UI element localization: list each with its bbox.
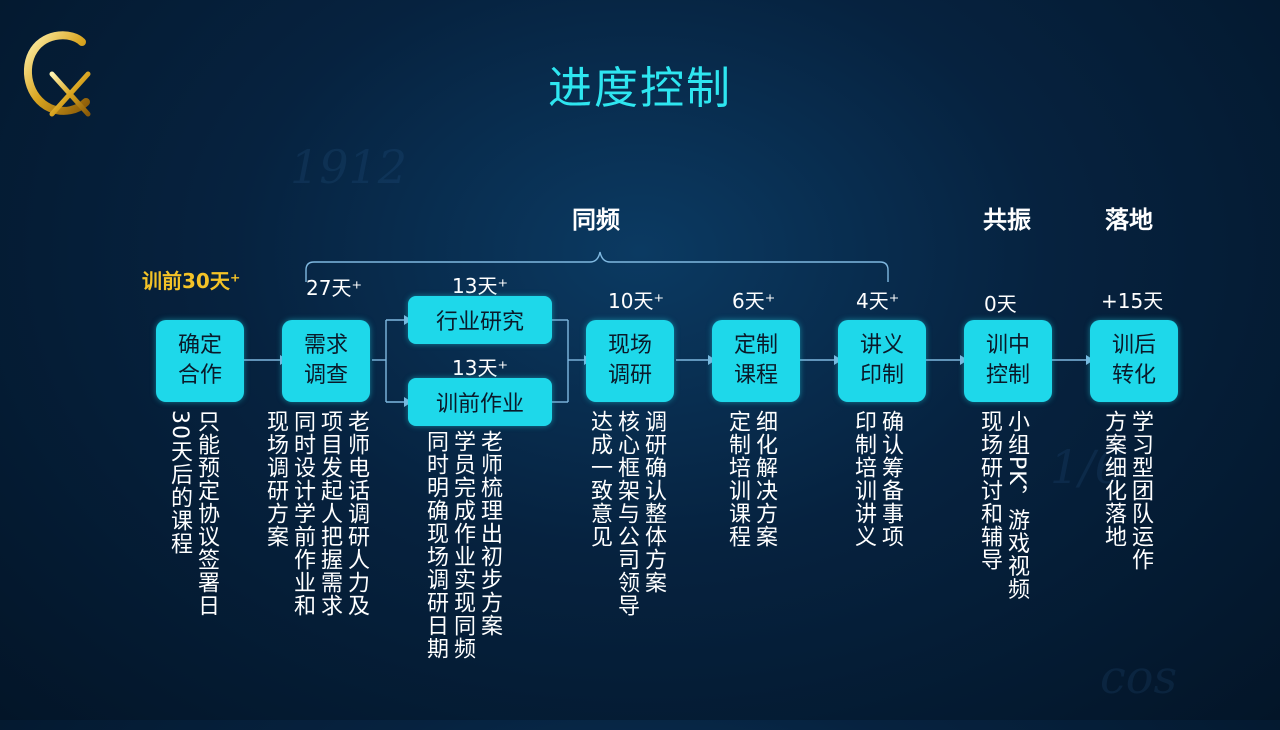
background-decoration: 1912 xyxy=(290,140,408,194)
step-description: 小组PK，游戏视频 现场研讨和辅导 xyxy=(976,410,1030,710)
background-decoration: 1/6 xyxy=(1050,440,1125,494)
description-line: 同时明确现场调研日期 xyxy=(423,430,448,660)
step-onsite-research: 现场 调研 xyxy=(586,320,674,402)
step-label: 训中 xyxy=(985,333,1030,358)
step-description: 只能预定协议签署日 30天后的课程 xyxy=(166,410,220,710)
step-label: 训后 xyxy=(1111,333,1156,358)
description-line: 学员完成作业实现同频 xyxy=(450,430,475,660)
description-line: 达成一致意见 xyxy=(587,410,612,548)
step-custom-course: 定制 课程 xyxy=(712,320,800,402)
description-line: 细化解决方案 xyxy=(752,410,777,548)
stage-label-luodi: 落地 xyxy=(1105,206,1153,234)
days-label: 10天⁺ xyxy=(608,289,665,313)
description-line: 项目发起人把握需求 xyxy=(317,410,342,617)
description-line: 调研确认整体方案 xyxy=(641,410,666,594)
description-line: 印制培训讲义 xyxy=(851,410,876,548)
step-needs-survey: 需求 调查 xyxy=(282,320,370,402)
days-label: +15天 xyxy=(1101,289,1164,313)
step-post-training-transfer: 训后 转化 xyxy=(1090,320,1178,402)
step-handout-printing: 讲义 印制 xyxy=(838,320,926,402)
pre-training-label: 训前30天⁺ xyxy=(142,269,241,293)
cx-logo xyxy=(23,31,91,117)
step-label: 课程 xyxy=(733,363,778,388)
days-label: 6天⁺ xyxy=(732,289,776,313)
step-label: 现场 xyxy=(607,333,652,358)
step-industry-research: 行业研究 xyxy=(408,296,552,344)
step-label: 讲义 xyxy=(859,333,904,358)
description-line: 老师梳理出初步方案 xyxy=(477,430,502,637)
description-line: 老师电话调研人力及 xyxy=(344,410,369,617)
step-description: 老师梳理出初步方案 学员完成作业实现同频 同时明确现场调研日期 xyxy=(422,430,503,730)
days-label: 4天⁺ xyxy=(856,289,900,313)
description-line: 小组PK，游戏视频 xyxy=(1004,410,1029,601)
step-label: 控制 xyxy=(985,363,1030,388)
description-line: 只能预定协议签署日 xyxy=(194,410,219,617)
stage-label-tongpin: 同频 xyxy=(572,206,620,234)
step-description: 细化解决方案 定制培训课程 xyxy=(724,410,778,710)
step-description: 调研确认整体方案 核心框架与公司领导 达成一致意见 xyxy=(586,410,667,710)
description-line: 方案细化落地 xyxy=(1101,410,1126,548)
step-label: 印制 xyxy=(859,363,904,388)
days-label: 13天⁺ xyxy=(452,274,509,298)
step-label: 转化 xyxy=(1111,363,1156,388)
days-label: 0天 xyxy=(984,292,1017,316)
step-label: 调查 xyxy=(303,363,348,388)
step-label: 确定 xyxy=(177,333,222,358)
background-decoration: cos xyxy=(1100,650,1178,704)
step-label: 合作 xyxy=(177,363,222,388)
step-confirm-cooperation: 确定 合作 xyxy=(156,320,244,402)
step-pre-training-homework: 训前作业 xyxy=(408,378,552,426)
description-line: 30天后的课程 xyxy=(167,410,192,555)
stage-label-gongzhen: 共振 xyxy=(983,206,1031,234)
description-line: 同时设计学前作业和 xyxy=(290,410,315,617)
step-description: 确认筹备事项 印制培训讲义 xyxy=(850,410,904,710)
step-label: 定制 xyxy=(733,333,778,358)
days-label: 13天⁺ xyxy=(452,356,509,380)
description-line: 核心框架与公司领导 xyxy=(614,410,639,617)
description-line: 确认筹备事项 xyxy=(878,410,903,548)
step-in-training-control: 训中 控制 xyxy=(964,320,1052,402)
step-description: 老师电话调研人力及 项目发起人把握需求 同时设计学前作业和 现场调研方案 xyxy=(262,410,370,710)
step-label: 需求 xyxy=(303,333,348,358)
page-title: 进度控制 xyxy=(548,63,732,114)
description-line: 现场研讨和辅导 xyxy=(977,410,1002,571)
step-label: 调研 xyxy=(607,363,652,388)
description-line: 现场调研方案 xyxy=(263,410,288,548)
step-description: 学习型团队运作 方案细化落地 xyxy=(1100,410,1154,710)
description-line: 定制培训课程 xyxy=(725,410,750,548)
description-line: 学习型团队运作 xyxy=(1128,410,1153,571)
days-label: 27天⁺ xyxy=(306,276,363,300)
